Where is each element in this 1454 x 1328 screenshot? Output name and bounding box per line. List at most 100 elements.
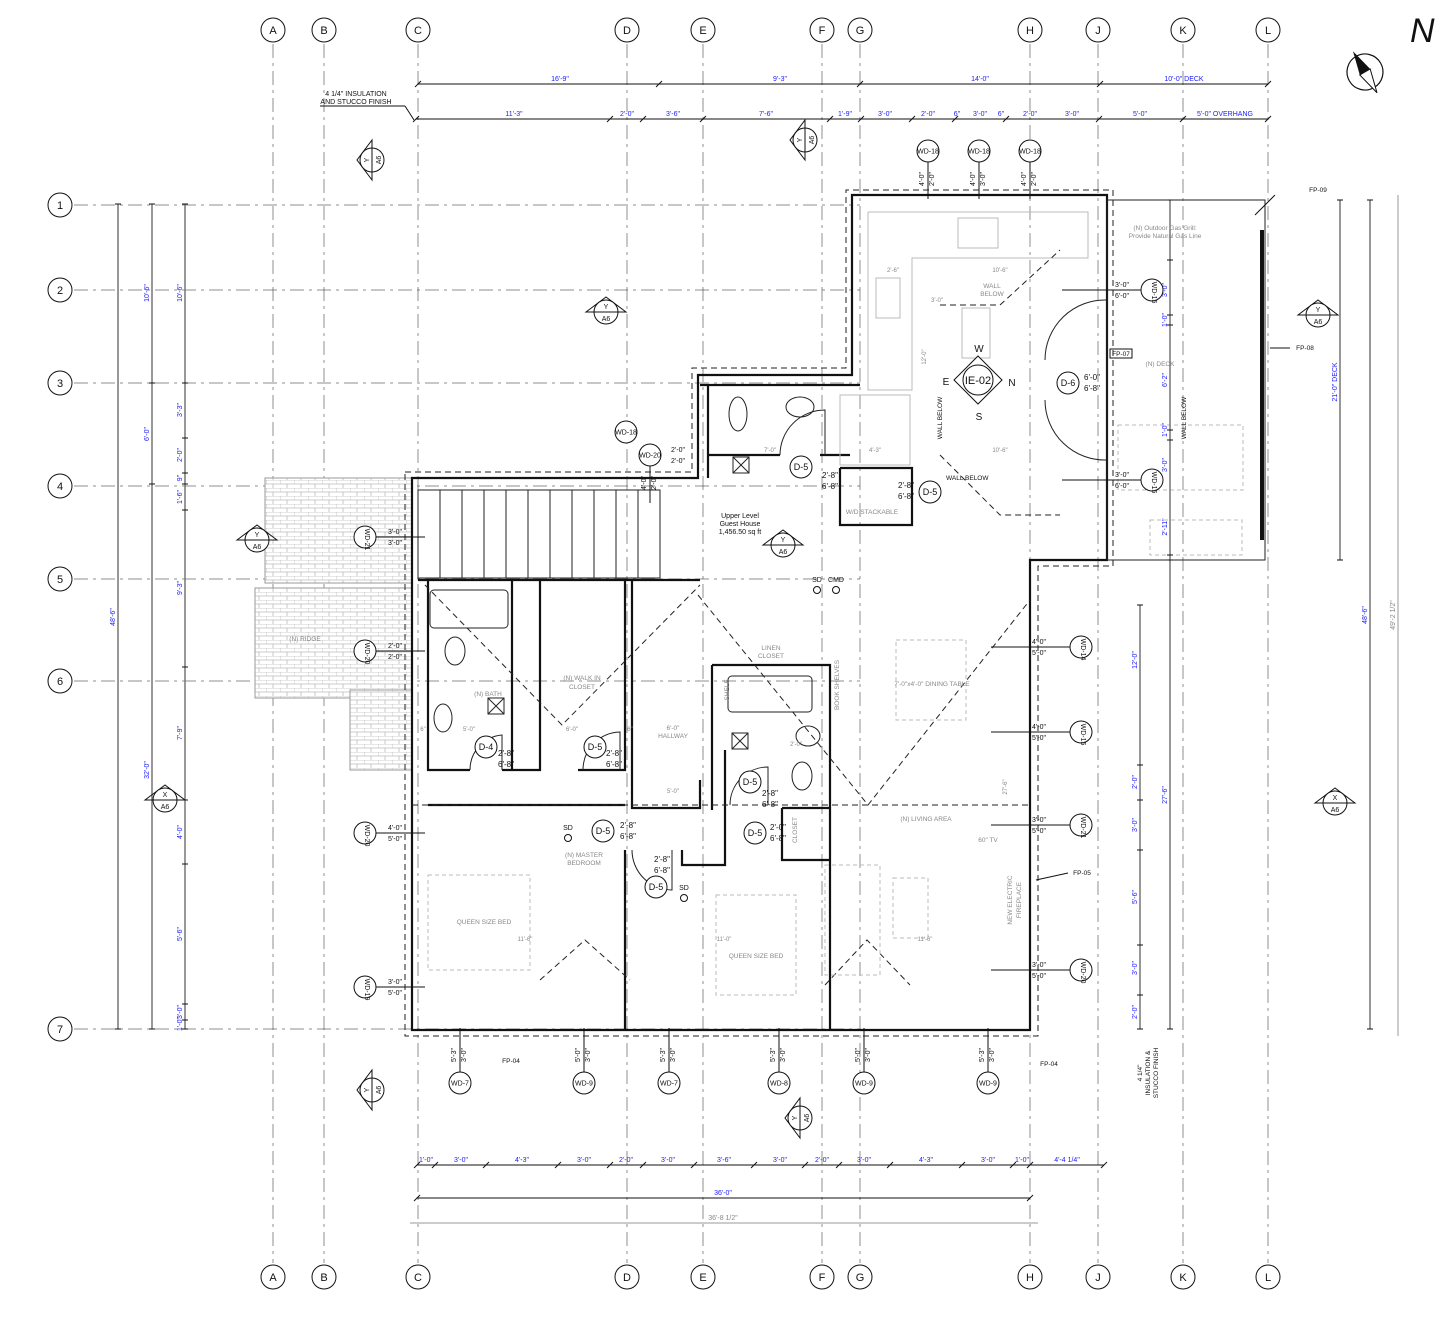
window-tag[interactable]: WD-95'-3"3'-0" [976, 1028, 1000, 1095]
door-tag[interactable]: D-52'-8"6'-8" [738, 770, 778, 809]
room-label: HALLWAY [658, 733, 689, 740]
door-tag[interactable]: D-42'-8"6'-8" [474, 735, 514, 769]
window-width: 2'-0" [388, 643, 402, 650]
window-tag[interactable]: WD-18 [614, 420, 638, 444]
door-width: 2'-8" [620, 821, 636, 830]
door-tag[interactable]: D-66'-0"6'-8" [1056, 371, 1100, 395]
window-width: 3'-0" [980, 172, 987, 186]
section-mark: Y [604, 304, 609, 311]
window-tag[interactable]: WD-75'-3"3'-0" [448, 1028, 472, 1095]
section-marker[interactable]: XA6 [143, 784, 187, 813]
window-tag[interactable]: WD-95'-0"3'-0" [852, 1028, 876, 1095]
section-marker[interactable]: YA6 [584, 296, 628, 325]
dimension-tick [750, 1161, 758, 1169]
section-marker[interactable]: YA6 [235, 524, 279, 553]
leader-line [1035, 872, 1069, 881]
dimension-text: 9" [177, 474, 184, 481]
dimension-tick [908, 115, 916, 123]
elevation-dir: W [974, 344, 984, 355]
window-tag[interactable]: WD-184'-0"2'-0" [916, 139, 940, 199]
door-tag[interactable]: D-52'-8"6'-8" [591, 819, 636, 843]
door-tag[interactable]: D-52'-8"6'-8" [644, 855, 670, 899]
dimension-text: 3'-0" [1162, 458, 1169, 472]
grid-bubble [1017, 1264, 1043, 1290]
window-width: 3'-0" [989, 1048, 996, 1062]
insulation-note: INSULATION & [1145, 1050, 1152, 1095]
grid-bubble [47, 370, 73, 396]
dimension-text: 49'-2 1/2" [1390, 600, 1397, 630]
roof-hatch [254, 587, 413, 699]
window-tag[interactable]: WD-154'-0"5'-0" [991, 720, 1093, 745]
window-tag[interactable]: WD-213'-0"5'-0" [991, 813, 1093, 838]
grid-bubble [405, 1264, 431, 1290]
window-tag[interactable]: WD-184'-0"3'-0" [967, 139, 991, 199]
window-width: 4'-0" [388, 825, 402, 832]
grid-bubble [1170, 17, 1196, 43]
door-tag[interactable]: D-52'-8"6'-8" [583, 735, 622, 769]
dimension-text: 1'-0" [1162, 313, 1169, 327]
grid-label: E [699, 1272, 706, 1284]
window-tag[interactable]: WD-95'-0"3'-0" [572, 1028, 596, 1095]
door-tag[interactable]: D-52'-8"6'-8" [898, 480, 942, 504]
window-width: 3'-0" [670, 1048, 677, 1062]
door-tag-label: D-5 [923, 487, 938, 497]
dimension-tick [431, 1161, 439, 1169]
window-width: 3'-0" [1115, 282, 1129, 289]
dimension-tick [639, 115, 647, 123]
dimension-tick [413, 1194, 421, 1202]
window-tag[interactable]: WD-203'-0"5'-0" [991, 958, 1093, 983]
dimension-text: 32'-0" [144, 761, 151, 779]
section-mark: X [163, 792, 168, 799]
window-tag[interactable]: WD-204'-0"2'-0" [638, 443, 662, 503]
dimension-text: 3'-6" [717, 1157, 731, 1164]
window-tag[interactable]: WD-85'-3"3'-0" [767, 1028, 791, 1095]
roof-lines [412, 249, 1061, 986]
window-tag-label: WD-18 [1019, 149, 1041, 156]
grid-label: 1 [57, 200, 63, 212]
insulation-note: AND STUCCO FINISH [320, 99, 391, 106]
section-sheet: A6 [1314, 319, 1323, 326]
dimension-text: 3'-0" [1162, 283, 1169, 297]
dimension-text: 2'-0" [177, 448, 184, 462]
window-tag[interactable]: WD-184'-0"2'-0" [1018, 139, 1042, 199]
window-tag[interactable]: WD-75'-3"3'-0" [657, 1028, 681, 1095]
window-height: 2'-0" [671, 458, 685, 465]
window-tag[interactable]: WD-144'-0"5'-0" [991, 635, 1093, 660]
dimension-tick [951, 115, 959, 123]
window-width: 3'-0" [1032, 817, 1046, 824]
door-tag[interactable]: D-52'-0"6'-8" [743, 821, 786, 845]
dimension-text: 3'-3" [177, 403, 184, 417]
dimension-text: 1'-9" [838, 111, 852, 118]
window-height: 5'-0" [1032, 735, 1046, 742]
section-marker[interactable]: XA6 [1313, 787, 1357, 816]
grid-label: 4 [57, 481, 63, 493]
door-tag-label: D-4 [479, 742, 494, 752]
room-label: (N) MASTER [565, 852, 603, 859]
leader-line [1254, 194, 1276, 216]
section-marker[interactable]: YA6 [761, 529, 805, 558]
dimension-tick [699, 115, 707, 123]
grid-label: D [623, 25, 631, 37]
window-tag[interactable]: WD-153'-0"6'-0" [1062, 278, 1164, 303]
room-label: Provide Natural Gas Line [1129, 233, 1202, 240]
section-sheet: A6 [809, 136, 816, 145]
door-tag[interactable]: D-52'-8"6'-8" [789, 455, 838, 491]
section-marker[interactable]: YA6 [1296, 299, 1340, 328]
area-summary: 1,456.50 sq ft [719, 529, 761, 536]
dimension-tick [412, 115, 420, 123]
plumbing-fixtures [429, 396, 821, 791]
window-tag[interactable]: WD-153'-0"6'-0" [1062, 468, 1164, 493]
window-tag-label: WD-18 [615, 430, 637, 437]
window-tag-label: WD-9 [979, 1081, 997, 1088]
dimension-text: 3'-0" [1065, 111, 1079, 118]
window-tag-label: WD-20 [639, 453, 661, 460]
